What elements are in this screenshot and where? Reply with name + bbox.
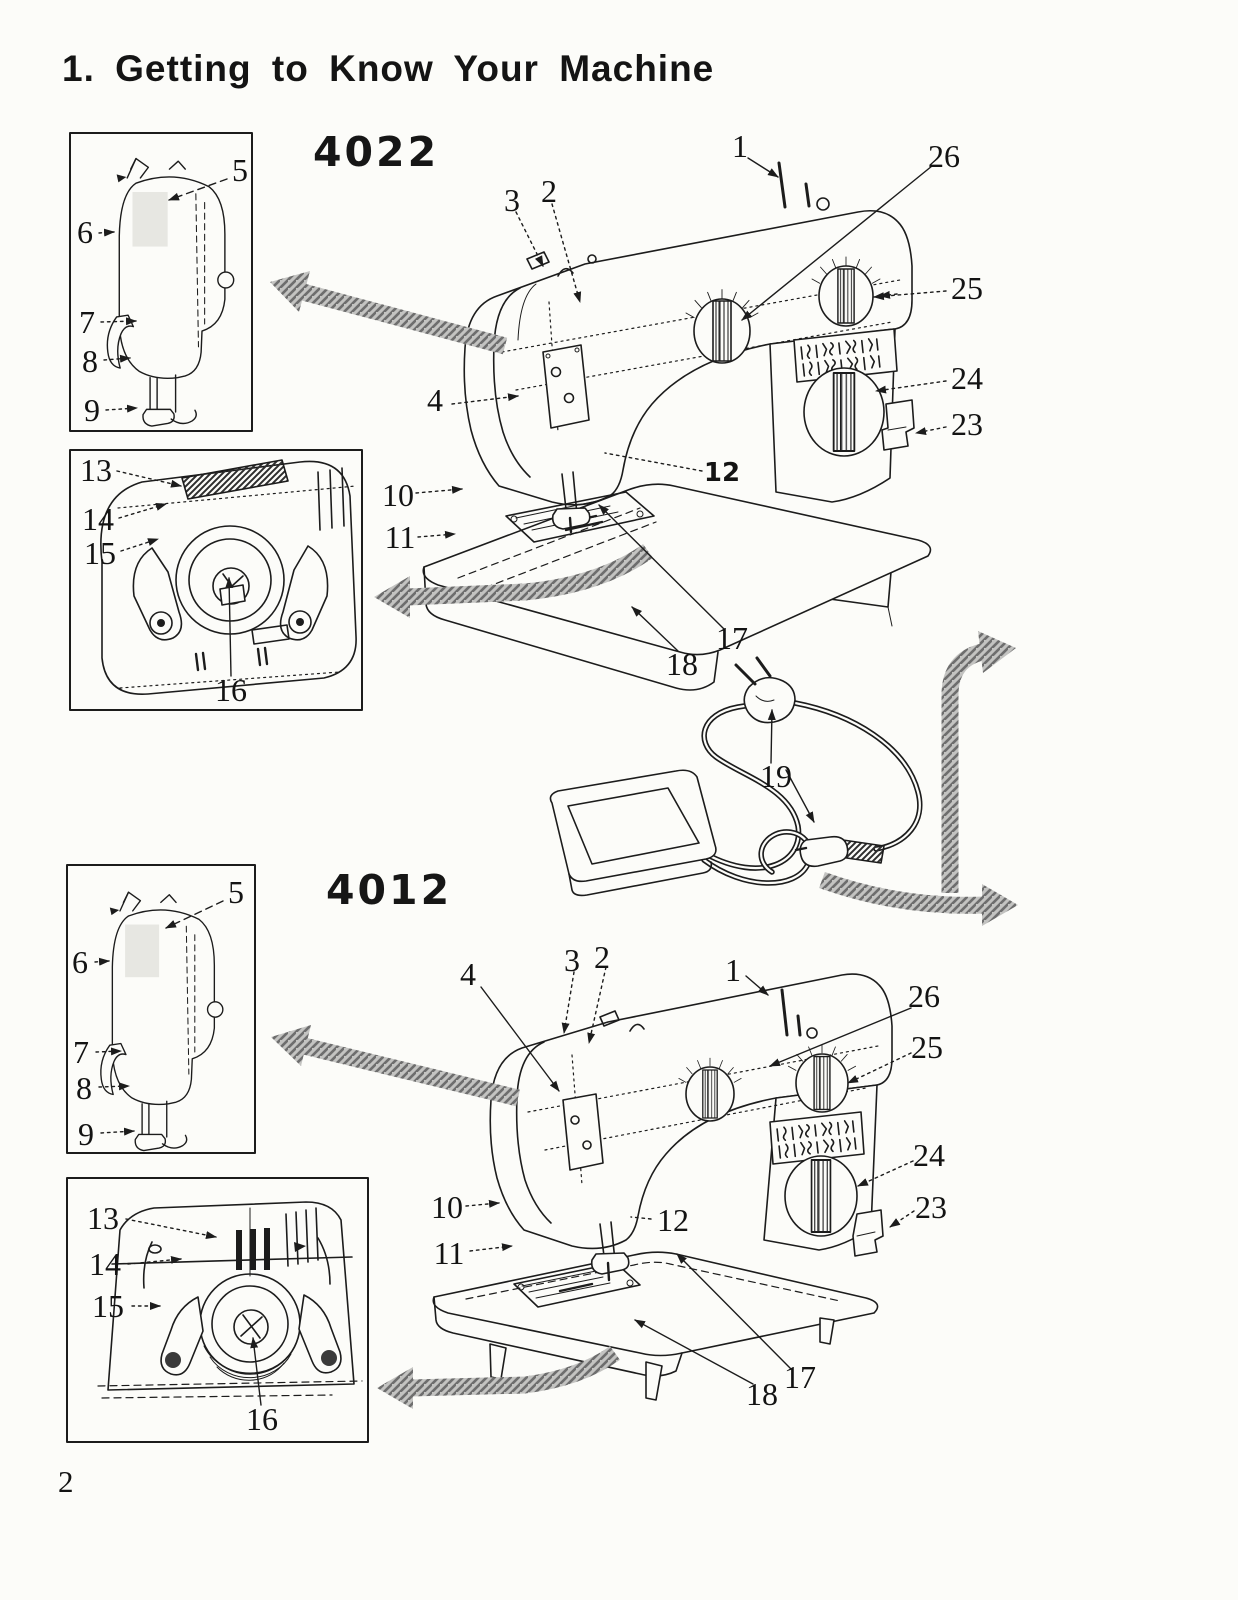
bobbin-inset-4012-drawing [97, 1201, 363, 1399]
detail-arrow-to-head-inset-4012-icon [271, 1025, 521, 1107]
callout-inset-4012-9: 9 [78, 1116, 94, 1152]
callout-4022-18: 18 [666, 646, 698, 682]
callout-4022-12: 12 [703, 458, 741, 488]
callout-4012-18: 18 [746, 1376, 778, 1412]
machine-4012-illustration [432, 973, 893, 1401]
callout-4012-3: 3 [564, 942, 580, 978]
callout-4012-10: 10 [431, 1189, 463, 1225]
leader-lines-insets-4012 [94, 900, 262, 1406]
callout-inset-4022-6: 6 [77, 214, 93, 250]
callout-inset-4012-7: 7 [73, 1034, 89, 1070]
callout-4012-23: 23 [915, 1189, 947, 1225]
callout-4022-25: 25 [951, 270, 983, 306]
callout-4022-4: 4 [427, 382, 443, 418]
callout-4022-1: 1 [732, 128, 748, 164]
callout-4022-24: 24 [951, 360, 983, 396]
detail-arrow-to-head-inset-4022-icon [270, 271, 508, 355]
leader-lines-4012 [465, 966, 915, 1385]
callout-4012-24: 24 [913, 1137, 945, 1173]
callout-4022-3: 3 [504, 182, 520, 218]
leader-lines-insets-4022 [98, 178, 234, 677]
callout-inset-4022-14: 14 [82, 501, 114, 537]
bobbin-inset-4022-drawing [100, 459, 357, 695]
callout-inset-4022-8: 8 [82, 343, 98, 379]
callout-inset-4012-14: 14 [89, 1246, 121, 1282]
callout-4022-2: 2 [541, 173, 557, 209]
model-label-4012: 4012 [326, 866, 453, 914]
callout-inset-4012-15: 15 [92, 1288, 124, 1324]
detail-arrow-to-bobbin-inset-4012-icon [377, 1345, 620, 1409]
callout-inset-4022-7: 7 [79, 304, 95, 340]
needle-head-inset-4012-drawing [100, 891, 224, 1152]
leader-lines-4022 [415, 157, 947, 823]
callout-inset-4022-15: 15 [84, 535, 116, 571]
callout-4022-23: 23 [951, 406, 983, 442]
callout-inset-4012-8: 8 [76, 1070, 92, 1106]
page-number: 2 [58, 1464, 74, 1499]
machine-4022-illustration [422, 161, 932, 691]
callout-4012-4: 4 [460, 956, 476, 992]
callout-inset-4022-5: 5 [232, 152, 248, 188]
callout-4012-25: 25 [911, 1029, 943, 1065]
callout-inset-4022-9: 9 [84, 392, 100, 428]
callout-4022-17: 17 [716, 620, 748, 656]
detail-arrow-to-bobbin-inset-4022-icon [374, 544, 653, 618]
callout-4012-26: 26 [908, 978, 940, 1014]
needle-head-inset-4022-drawing [106, 157, 235, 427]
page-flow-arrow-icon [819, 631, 1018, 926]
callout-inset-4012-6: 6 [72, 944, 88, 980]
callout-inset-4012-5: 5 [228, 874, 244, 910]
inset-frames [66, 132, 369, 1443]
callout-4022-26: 26 [928, 138, 960, 174]
callout-4012-2: 2 [594, 939, 610, 975]
callout-foot-control-19: 19 [760, 758, 792, 794]
model-label-4022: 4022 [313, 128, 440, 176]
page-title: 1. Getting to Know Your Machine [62, 48, 715, 89]
callout-4022-10: 10 [382, 477, 414, 513]
callout-inset-4022-13: 13 [80, 452, 112, 488]
callout-4012-17: 17 [784, 1359, 816, 1395]
callout-inset-4022-16: 16 [215, 672, 247, 708]
callout-4012-1: 1 [725, 952, 741, 988]
callout-4012-11: 11 [433, 1235, 465, 1271]
callout-4022-11: 11 [384, 519, 416, 555]
callout-inset-4012-16: 16 [246, 1401, 278, 1437]
foot-control-and-cord-drawing [549, 656, 923, 897]
callout-4012-12: 12 [657, 1202, 689, 1238]
callout-inset-4012-13: 13 [87, 1200, 119, 1236]
